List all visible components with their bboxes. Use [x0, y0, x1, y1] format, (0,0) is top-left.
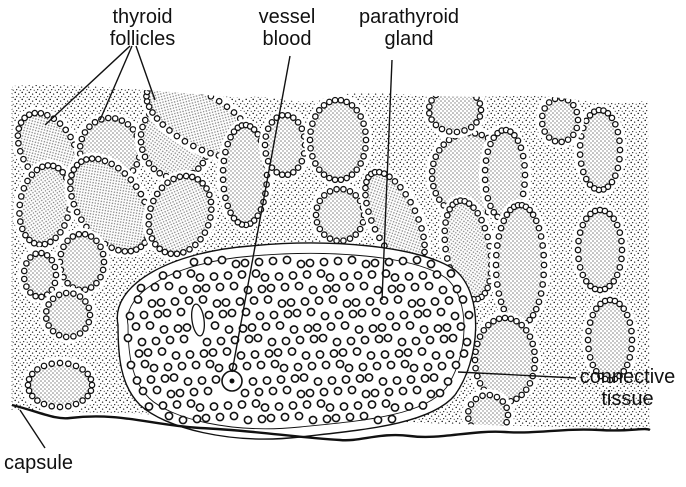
label-connective-tissue: connective tissue [570, 366, 685, 410]
label-capsule: capsule [4, 452, 73, 474]
thyroid-follicle [304, 94, 372, 186]
label-vessel-blood: vessel blood [232, 6, 342, 50]
thyroid-follicle [572, 204, 628, 296]
thyroid-follicle [423, 82, 487, 138]
label-parathyroid-gland: parathyroid gland [334, 6, 484, 50]
label-vessel-line2: blood [232, 28, 342, 50]
thyroid-follicle [259, 109, 311, 181]
thyroid-follicle [490, 199, 550, 331]
label-parathyroid-line1: parathyroid [334, 6, 484, 28]
thyroid-follicle [40, 287, 96, 343]
label-connective-line1: connective [570, 366, 685, 388]
label-thyroid-line2: follicles [80, 28, 205, 50]
label-connective-line2: tissue [570, 388, 685, 410]
parathyroid-gland-shape [117, 243, 475, 439]
label-thyroid-follicles: thyroid follicles [80, 6, 205, 50]
label-thyroid-line1: thyroid [80, 6, 205, 28]
leader-capsule [20, 410, 45, 448]
thyroid-follicle [54, 228, 110, 296]
label-parathyroid-line2: gland [334, 28, 484, 50]
thyroid-follicle [536, 92, 584, 148]
label-vessel-line1: vessel [232, 6, 342, 28]
thyroid-follicle [22, 357, 98, 413]
